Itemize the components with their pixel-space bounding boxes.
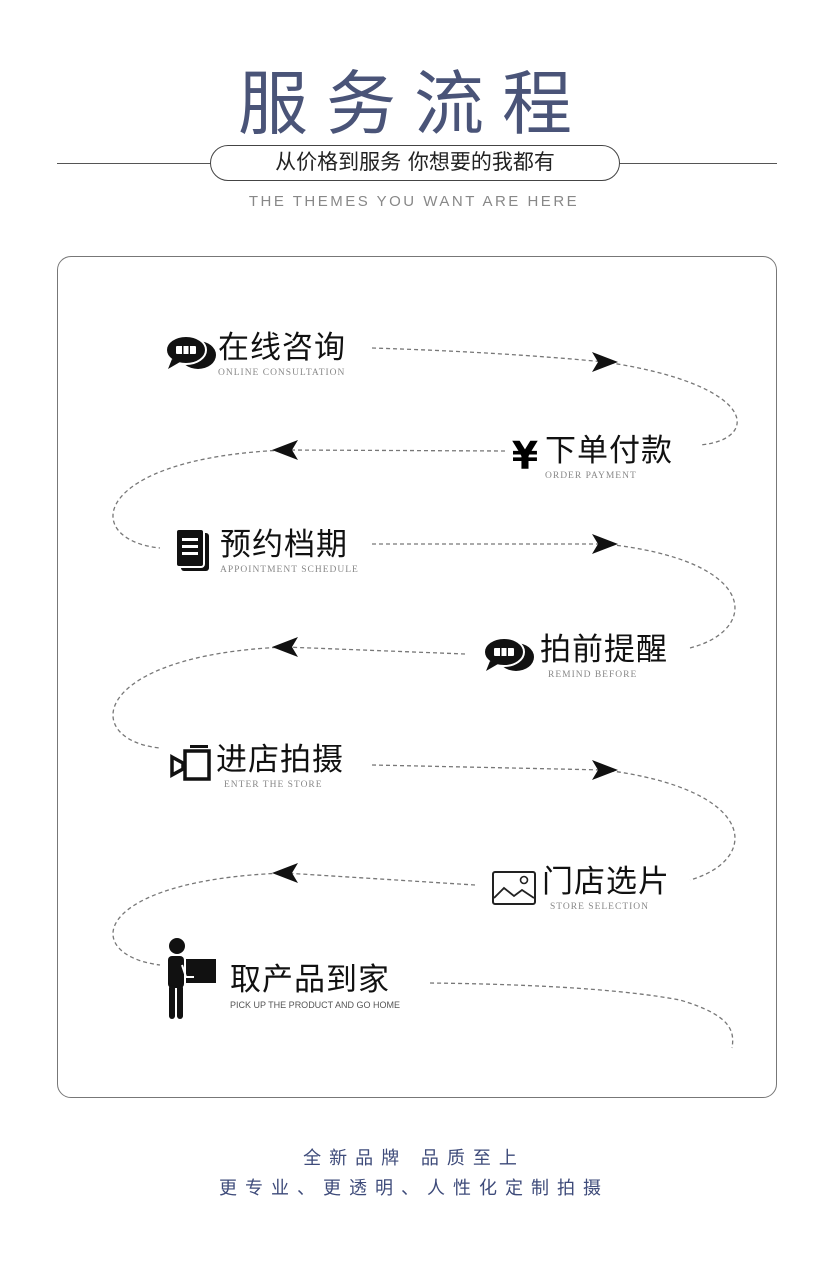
step-pick-up-product: 取产品到家 PICK UP THE PRODUCT AND GO HOME: [162, 936, 400, 1022]
step-subtitle: REMIND BEFORE: [548, 670, 638, 680]
flow-segment: [112, 449, 506, 549]
step-title: 预约档期: [220, 527, 348, 563]
page-title: 服务流程: [238, 63, 590, 145]
chat-bubble-icon: [478, 632, 540, 678]
step-subtitle: APPOINTMENT SCHEDULE: [220, 565, 359, 575]
document-icon: [166, 527, 220, 573]
step-title: 在线咨询: [218, 330, 346, 366]
step-title: 进店拍摄: [216, 742, 344, 778]
flow-segment: [371, 764, 736, 881]
step-remind-before: 拍前提醒 REMIND BEFORE: [478, 632, 668, 680]
flow-segment: [372, 543, 736, 649]
arrow-right-icon: [592, 352, 618, 372]
step-subtitle: ENTER THE STORE: [224, 780, 323, 790]
flow-segment: [112, 872, 476, 966]
yen-icon: ¥: [511, 434, 539, 478]
arrow-right-icon: [592, 534, 618, 554]
step-appointment-schedule: 预约档期 APPOINTMENT SCHEDULE: [166, 527, 359, 575]
video-camera-icon: [166, 742, 216, 788]
step-subtitle: PICK UP THE PRODUCT AND GO HOME: [230, 1000, 401, 1010]
flow-segment: [371, 347, 738, 446]
image-icon: [486, 864, 542, 910]
divider-right: [615, 163, 777, 164]
step-enter-the-store: 进店拍摄 ENTER THE STORE: [166, 742, 344, 790]
flow-segment: [429, 982, 734, 1049]
step-order-payment: ¥ 下单付款 ORDER PAYMENT: [505, 433, 673, 481]
divider-left: [57, 163, 217, 164]
arrow-left-icon: [272, 863, 298, 883]
step-store-selection: 门店选片 STORE SELECTION: [486, 864, 670, 912]
arrow-right-icon: [592, 760, 618, 780]
footer-description: 更专业、更透明、人性化定制拍摄: [219, 1178, 609, 1199]
flow-segment: [112, 646, 466, 749]
tagline-pill: 从价格到服务 你想要的我都有: [210, 145, 620, 181]
process-card: [57, 256, 777, 1098]
step-subtitle: ONLINE CONSULTATION: [218, 368, 346, 378]
arrow-left-icon: [272, 637, 298, 657]
subtitle: THE THEMES YOU WANT ARE HERE: [248, 193, 580, 210]
step-title: 拍前提醒: [540, 632, 668, 668]
step-online-consultation: 在线咨询 ONLINE CONSULTATION: [164, 330, 346, 378]
step-subtitle: ORDER PAYMENT: [545, 471, 637, 481]
step-subtitle: STORE SELECTION: [550, 902, 650, 912]
step-title: 取产品到家: [230, 962, 390, 998]
chat-bubble-icon: [164, 330, 218, 376]
arrow-left-icon: [272, 440, 298, 460]
footer-slogan: 全新品牌 品质至上: [303, 1148, 525, 1169]
delivery-person-icon: [162, 936, 222, 1022]
step-title: 门店选片: [542, 864, 670, 900]
step-title: 下单付款: [545, 433, 673, 469]
